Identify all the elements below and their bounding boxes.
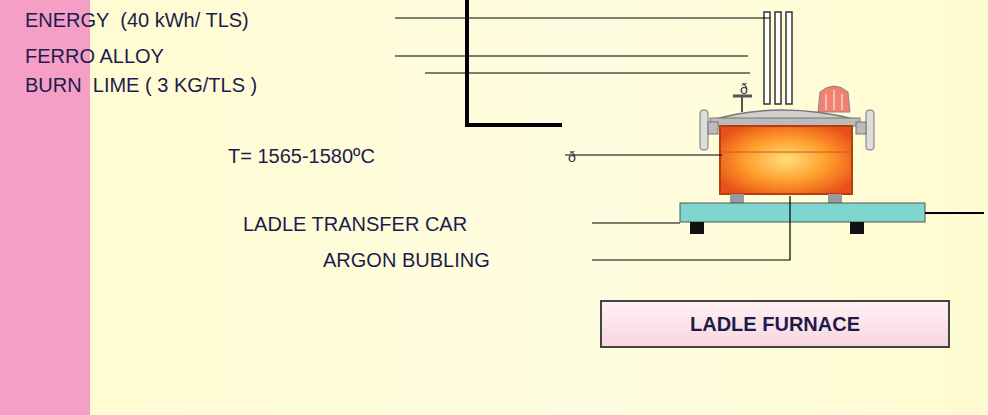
temperature-label: T= 1565-1580ºC — [228, 146, 375, 166]
burnt-lime-label: BURN LIME ( 3 KG/TLS ) — [25, 75, 257, 95]
box-title: LADLE FURNACE — [690, 313, 860, 336]
ferro-alloy-label: FERRO ALLOY — [25, 46, 164, 66]
argon-label: ARGON BUBLING — [323, 250, 490, 270]
title-box: LADLE FURNACE — [600, 300, 950, 348]
transfer-car-label: LADLE TRANSFER CAR — [243, 214, 467, 234]
feed-symbol: ð — [568, 150, 576, 164]
feed-symbol: ð — [740, 82, 748, 96]
energy-label: ENERGY (40 kWh/ TLS) — [25, 10, 249, 30]
